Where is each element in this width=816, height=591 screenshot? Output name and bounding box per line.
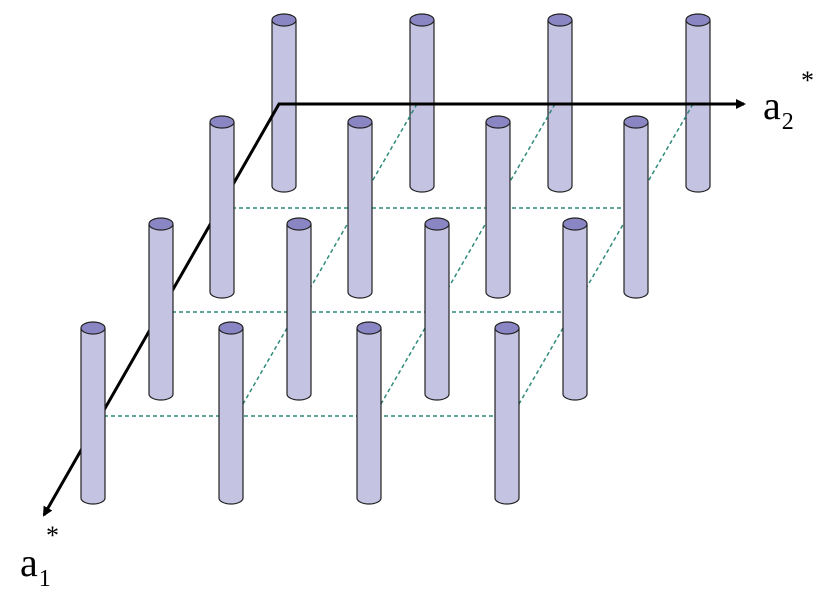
axis-label-a2-star: a2*	[763, 66, 814, 135]
lattice-rod-r4-c1	[80, 321, 106, 505]
lattice-column-line	[373, 103, 556, 417]
lattice-rod-r3-c1	[148, 217, 174, 401]
lattice-rod-r2-c2	[347, 115, 373, 299]
lattice-rod-r4-c4	[494, 321, 520, 505]
lattice-rod-r2-c4	[623, 115, 649, 299]
lattice-column-line	[511, 103, 694, 417]
lattice-rod-r4-c2	[218, 321, 244, 505]
lattice-rod-r1-c3	[547, 13, 573, 193]
lattice-rod-r3-c2	[286, 217, 312, 401]
lattice-rod-r3-c4	[562, 217, 588, 401]
lattice-rod-r3-c3	[424, 217, 450, 401]
lattice-dashed-lines	[90, 103, 694, 417]
front-rods-layer	[80, 115, 649, 505]
lattice-column-line	[235, 103, 418, 417]
lattice-rod-r2-c1	[209, 115, 235, 299]
axis-label-a1-star: a1*	[20, 521, 59, 591]
lattice-rod-r4-c3	[356, 321, 382, 505]
lattice-rod-r2-c3	[485, 115, 511, 299]
